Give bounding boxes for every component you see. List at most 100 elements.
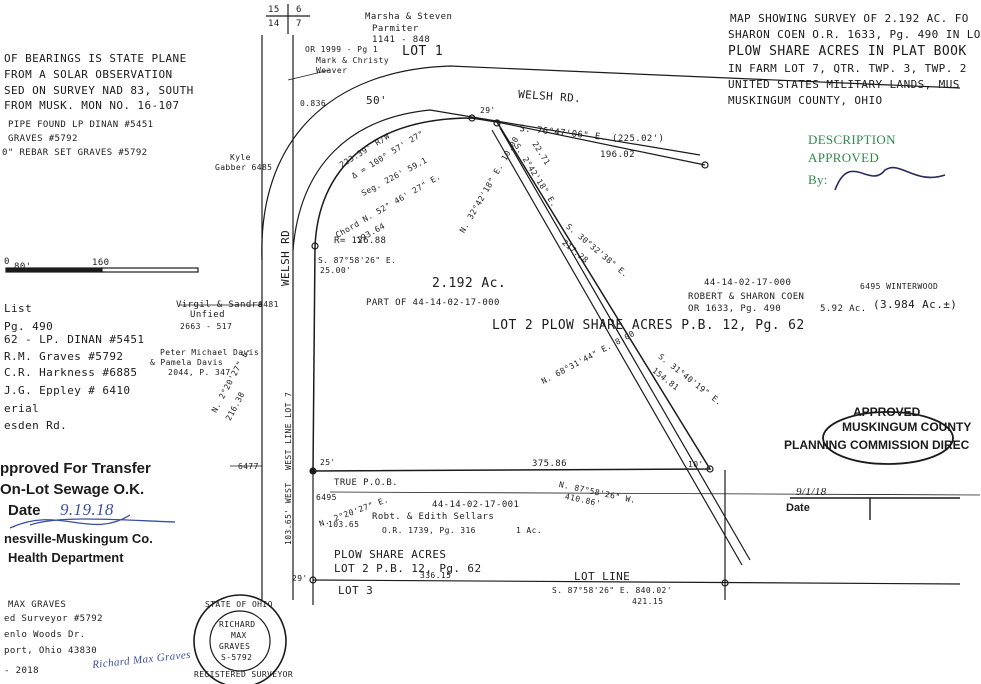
dim-29: 29': [480, 106, 496, 115]
pin-5: [706, 465, 714, 473]
header-line-4: IN FARM LOT 7, QTR. TWP. 3, TWP. 2: [728, 62, 967, 75]
gabber-name-2: Gabber 6485: [215, 163, 273, 172]
header-line-2: SHARON COEN O.R. 1633, Pg. 490 IN LO: [728, 28, 981, 41]
scale-bar-empty: [101, 267, 199, 273]
dim-225: (225.02'): [612, 134, 665, 144]
n6495: 6495: [316, 493, 337, 502]
section-6: 6: [296, 5, 302, 15]
parcel-part-of: PART OF 44-14-02-17-000: [366, 298, 500, 308]
west-line-lot: WEST LINE LOT 7: [284, 391, 293, 470]
sellars-name: Robt. & Edith Sellars: [372, 512, 495, 522]
lot2-pb-label: LOT 2 P.B. 12, Pg. 62: [334, 562, 482, 575]
scale-mid: 80': [14, 262, 32, 272]
section-7: 7: [296, 19, 302, 29]
road-curve-outer: [261, 65, 961, 261]
dim-37586: 375.86: [532, 459, 567, 469]
coen-rest: (3.984 Ac.±): [873, 298, 958, 311]
scale-end: 160: [92, 258, 110, 268]
list-5: C.R. Harkness #6885: [4, 366, 138, 379]
west-line-lot-2: 103.65' WEST: [284, 482, 293, 545]
winterwood: 6495 WINTERWOOD: [860, 282, 939, 291]
dim-25: 25': [320, 458, 336, 467]
plat-linework: [5, 4, 981, 684]
transfer-date-value: 9.19.18: [60, 500, 114, 519]
weaver-line: [287, 69, 331, 81]
dim-10: 10': [688, 460, 704, 469]
weaver-or: OR 1999 - Pg 1: [305, 45, 379, 54]
row-50: 50': [366, 94, 388, 107]
bearing-s8758: S. 87°58'26" E.: [318, 256, 397, 265]
dim-19602: 196.02: [600, 150, 635, 160]
pin-6: [701, 161, 709, 169]
drive-line-1: [499, 127, 751, 561]
lot-line: [312, 579, 961, 585]
dim-10365: 103.65: [328, 520, 360, 529]
seal-outer: [193, 594, 287, 684]
pin-1: [468, 114, 476, 122]
transfer-line-1: pproved For Transfer: [0, 460, 151, 477]
header-line-3: PLOW SHARE ACRES IN PLAT BOOK: [728, 44, 967, 59]
sellars-ac: 1 Ac.: [516, 526, 543, 535]
surveyor-2: ed Surveyor #5792: [4, 614, 103, 624]
bearings-line-3: SED ON SURVEY NAD 83, SOUTH: [4, 84, 194, 97]
seal-name-2: MAX: [231, 631, 247, 640]
seal-top: STATE OF OHIO: [205, 600, 273, 609]
dim-29b: 29': [292, 574, 308, 583]
planning-stamp-oval: [822, 411, 954, 465]
davis-name-2: & Pamela Davis: [150, 358, 224, 367]
davis-book: 2044, P. 347: [168, 368, 231, 377]
parcel-area: 2.192 Ac.: [432, 276, 507, 291]
list-4: R.M. Graves #5792: [4, 350, 124, 363]
seal-name-1: RICHARD: [219, 620, 256, 629]
transfer-date-label: Date: [8, 502, 41, 519]
davis-name: Peter Michael Davis: [160, 348, 260, 357]
coen-id: 44-14-02-17-000: [704, 278, 792, 288]
pc-planning: PLANNING COMMISSION DIREC: [784, 438, 970, 452]
seal-name-3: GRAVES: [219, 642, 251, 651]
weaver-name-2: Weaver: [316, 66, 348, 75]
drive-line-2: [491, 129, 743, 566]
seal-bottom: REGISTERED SURVEYOR: [194, 670, 294, 679]
pc-approved: APPROVED: [853, 405, 921, 419]
desc-approved-2: APPROVED: [808, 150, 880, 165]
weaver-name: Mark & Christy: [316, 56, 390, 65]
list-3: 62 - LP. DINAN #5451: [4, 333, 145, 346]
parcel-boundary: [312, 117, 712, 472]
header-line-6: MUSKINGUM COUNTY, OHIO: [728, 94, 883, 107]
pc-date-value: 9/1/18: [796, 486, 827, 498]
desc-approved-by: By:: [808, 172, 828, 187]
survey-plat-page: MAP SHOWING SURVEY OF 2.192 AC. FO SHARO…: [0, 4, 981, 684]
coen-ac: 5.92 Ac.: [820, 304, 867, 314]
pins-line-1: PIPE FOUND LP DINAN #5451: [8, 120, 154, 130]
unfied-name-2: Unfied: [190, 310, 225, 320]
list-1: List: [4, 302, 33, 315]
parmiter-book: 1141 - 848: [372, 35, 431, 45]
list-7: erial: [4, 402, 40, 415]
pins-line-2: GRAVES #5792: [8, 134, 78, 144]
sellars-book: O.R. 1739, Pg. 316: [382, 526, 476, 535]
header-line-1: MAP SHOWING SURVEY OF 2.192 AC. FO: [730, 12, 969, 25]
radius: R= 126.88: [334, 236, 387, 246]
dim-42115: 421.15: [632, 597, 664, 606]
desc-signature-stroke: [834, 166, 946, 191]
desc-approved-1: DESCRIPTION: [808, 132, 896, 147]
dim-2500: 25.00': [320, 266, 352, 275]
surveyor-1: MAX GRAVES: [8, 600, 67, 610]
list-8: esden Rd.: [4, 419, 68, 432]
pc-county: MUSKINGUM COUNTY: [842, 420, 972, 434]
surveyor-4: port, Ohio 43830: [4, 646, 98, 656]
seal-name-4: S-5792: [221, 653, 253, 662]
coen-book: OR 1633, Pg. 490: [688, 304, 782, 314]
health-line-1: nesville-Muskingum Co.: [4, 531, 153, 546]
plow-share-acres: PLOW SHARE ACRES: [334, 548, 447, 561]
unfied-book: 2663 - 517: [180, 322, 233, 331]
dim-0836: 0.836: [300, 99, 327, 108]
header-line-5: UNITED STATES MILITARY LANDS, MUS: [728, 78, 960, 91]
pin-2: [493, 119, 501, 127]
pin-4: [309, 467, 317, 475]
list-6: J.G. Eppley # 6410: [4, 384, 131, 397]
pin-8: [721, 579, 729, 587]
lot2-label: LOT 2 PLOW SHARE ACRES P.B. 12, Pg. 62: [492, 318, 805, 333]
coen-name: ROBERT & SHARON COEN: [688, 292, 805, 302]
road-curve-inner: [292, 109, 701, 251]
